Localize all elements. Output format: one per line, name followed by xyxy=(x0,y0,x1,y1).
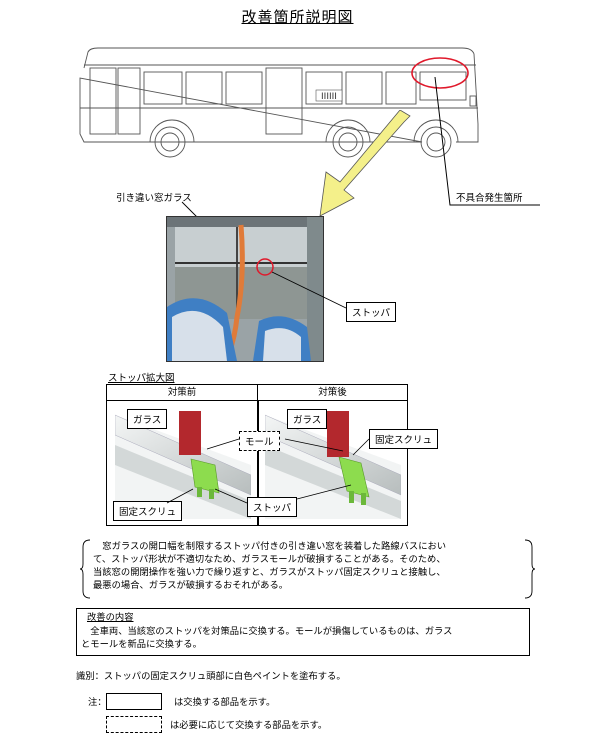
description-line: 窓ガラスの開口幅を制限するストッパ付きの引き違い窓を装着した路線バスにおい xyxy=(93,541,447,552)
col-header-before: 対策前 xyxy=(107,385,258,401)
zoom-heading: ストッパ拡大図 xyxy=(108,373,175,384)
stopper-label-zoom: ストッパ xyxy=(247,497,298,517)
improvement-heading: 改善の内容 xyxy=(87,612,134,623)
improvement-line: 全車両、当該窓のストッパを対策品に交換する。モールが損傷しているものは、ガラス xyxy=(81,626,453,637)
glass-label-after: ガラス xyxy=(287,409,328,429)
bus-destination-sign: IIIIII xyxy=(321,92,337,102)
description-brackets xyxy=(80,539,535,599)
fixing-screw-label-after: 固定スクリュ xyxy=(369,429,439,449)
defect-leader-line xyxy=(434,76,540,206)
window-interior-photo xyxy=(166,216,324,362)
description-text: 窓ガラスの開口幅を制限するストッパ付きの引き違い窓を装着した路線バスにおい て、… xyxy=(93,540,533,592)
stopper-leader xyxy=(271,271,347,309)
legend-solid-text: は交換する部品を示す。 xyxy=(174,697,276,708)
notes-prefix: 注： xyxy=(88,697,107,708)
table-divider xyxy=(257,401,259,525)
stopper-photo-label: ストッパ xyxy=(346,302,397,322)
legend-dashed-box xyxy=(106,716,162,733)
glass-label-before: ガラス xyxy=(127,409,168,429)
page-title: 改善箇所説明図 xyxy=(241,8,354,26)
window-glass-label: 引き違い窓ガラス xyxy=(116,193,192,204)
defect-location-label: 不具合発生箇所 xyxy=(456,193,523,204)
legend-solid-box xyxy=(106,693,162,710)
description-line: て、ストッパ形状が不適切なため、ガラスモールが破損することがある。そのため、 xyxy=(93,554,446,565)
mole-label: モール xyxy=(239,431,280,451)
description-line: 当該窓の開閉操作を強い力で繰り返すと、ガラスがストッパ固定スクリュと接触し、 xyxy=(93,567,446,578)
stopper-zoom-table: 対策前 対策後 ガラス ガラス モール 固定スクリュ 固定スクリュ ストッパ xyxy=(106,384,439,526)
legend-dashed-text: は必要に応じて交換する部品を示す。 xyxy=(170,720,328,731)
description-line: 最悪の場合、ガラスが破損するおそれがある。 xyxy=(93,580,289,591)
improvement-line: とモールを新品に交換する。 xyxy=(81,639,202,650)
improvement-box: 改善の内容 全車両、当該窓のストッパを対策品に交換する。モールが損傷しているもの… xyxy=(76,608,530,656)
identification-text: 識別：ストッパの固定スクリュ頭部に白色ペイントを塗布する。 xyxy=(76,671,346,682)
zoom-arrow xyxy=(319,110,411,217)
fixing-screw-label-before: 固定スクリュ xyxy=(113,501,183,521)
bus-side-diagram: IIIIII xyxy=(79,47,479,158)
col-header-after: 対策後 xyxy=(258,385,407,401)
